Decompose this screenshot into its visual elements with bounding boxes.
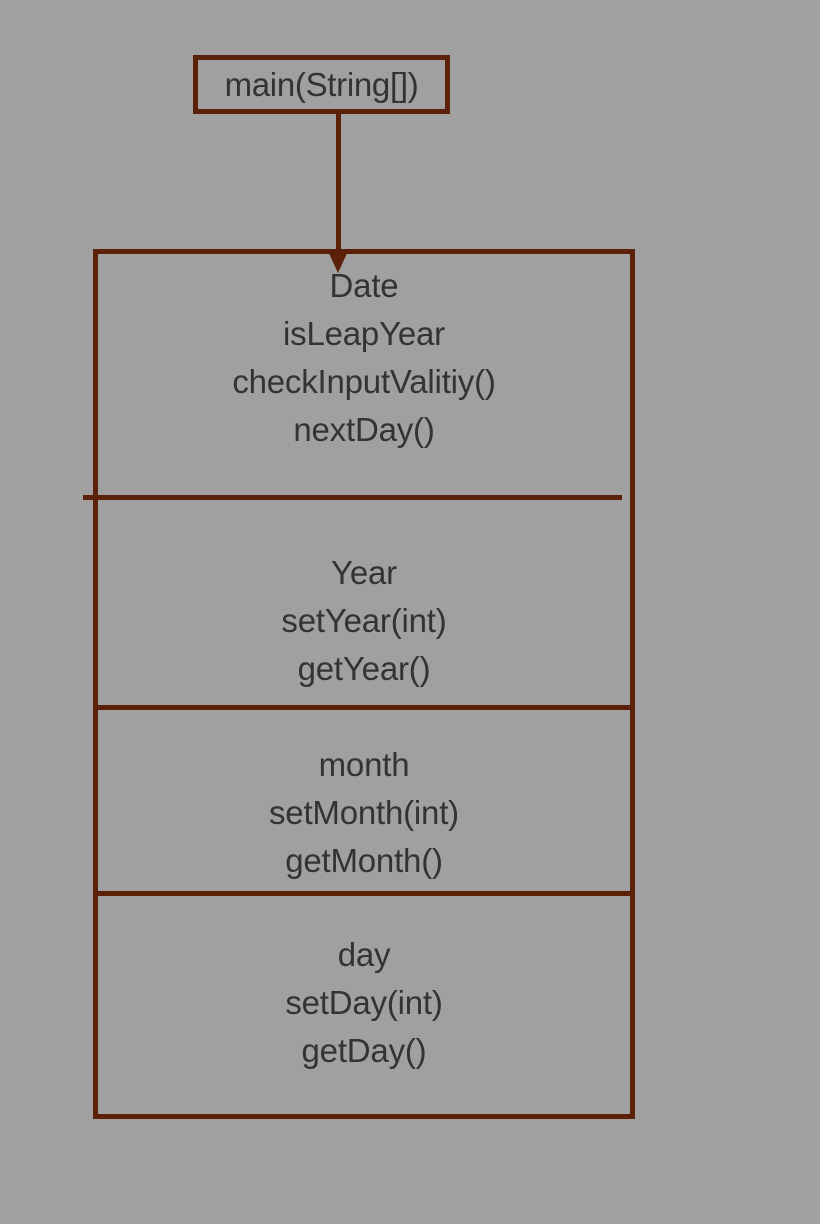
compartment-date-line-3: nextDay() bbox=[293, 411, 435, 448]
compartment-day: day setDay(int) getDay() bbox=[98, 931, 630, 1075]
class-box-date[interactable]: Date isLeapYear checkInputValitiy() next… bbox=[93, 249, 635, 1119]
compartment-month-line-0: month bbox=[318, 746, 410, 783]
compartment-date-line-1: isLeapYear bbox=[283, 315, 445, 352]
compartment-day-line-1: setDay(int) bbox=[285, 984, 443, 1021]
compartment-month-line-1: setMonth(int) bbox=[269, 794, 459, 831]
compartment-day-line-0: day bbox=[337, 936, 391, 973]
compartment-year-line-2: getYear() bbox=[297, 650, 431, 687]
node-main-method-label: main(String[]) bbox=[224, 66, 419, 103]
compartment-date-line-2: checkInputValitiy() bbox=[232, 363, 496, 400]
compartment-year: Year setYear(int) getYear() bbox=[98, 549, 630, 693]
compartment-divider-2 bbox=[93, 705, 635, 710]
compartment-divider-1 bbox=[83, 495, 622, 500]
node-main-method[interactable]: main(String[]) bbox=[193, 55, 450, 114]
compartment-year-line-1: setYear(int) bbox=[281, 602, 447, 639]
compartment-date: Date isLeapYear checkInputValitiy() next… bbox=[98, 262, 630, 454]
compartment-divider-3 bbox=[98, 891, 635, 896]
compartment-month: month setMonth(int) getMonth() bbox=[98, 741, 630, 885]
compartment-date-line-0: Date bbox=[329, 267, 399, 304]
arrow-down-icon bbox=[327, 249, 349, 273]
compartment-day-line-2: getDay() bbox=[301, 1032, 427, 1069]
compartment-year-line-0: Year bbox=[331, 554, 397, 591]
compartment-month-line-2: getMonth() bbox=[285, 842, 443, 879]
connector-line bbox=[336, 113, 341, 253]
